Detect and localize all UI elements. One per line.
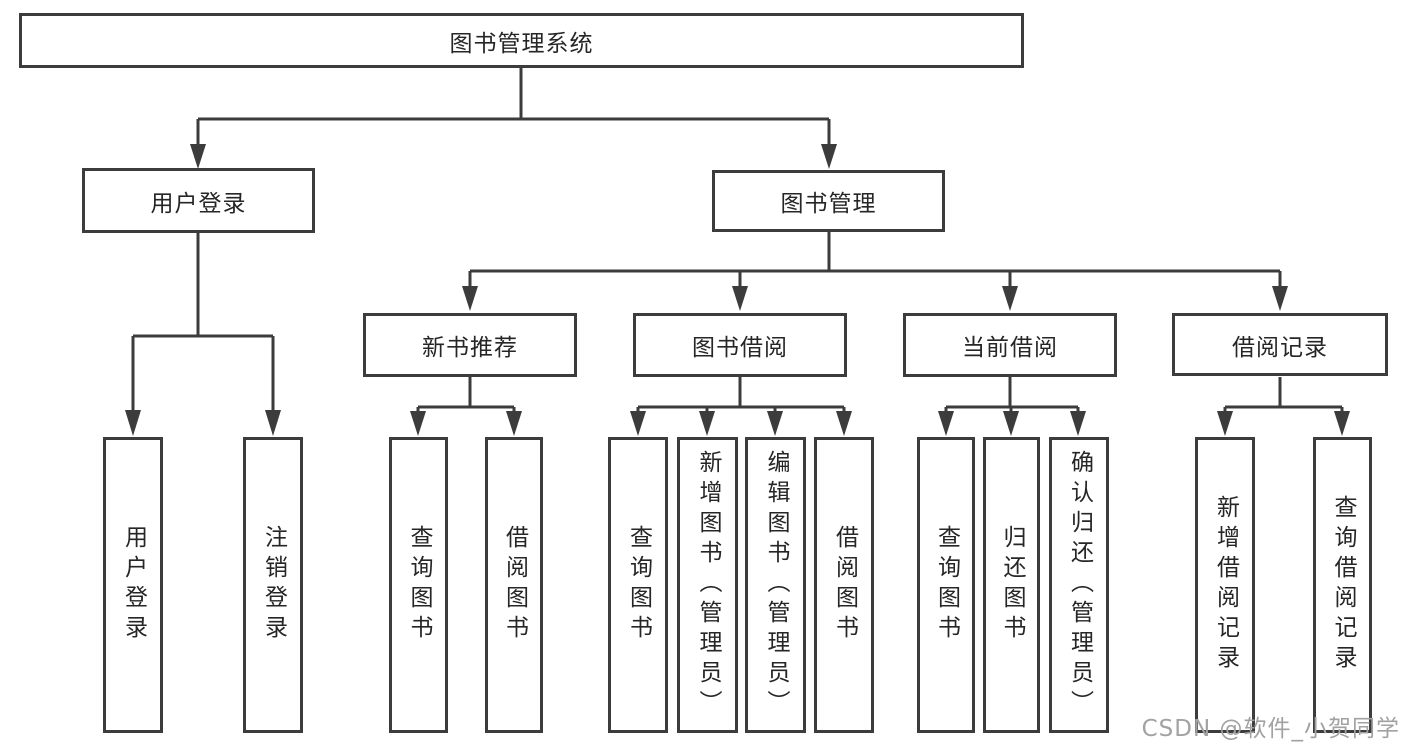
leaf-user-login: 用户登录 (103, 437, 163, 733)
node-label: 归还图书 (999, 525, 1025, 645)
node-label: 当前借阅 (962, 335, 1058, 361)
leaf-logout: 注销登录 (243, 437, 303, 733)
leaf-borrow-books: 借阅图书 (814, 437, 874, 733)
node-label: 借阅图书 (501, 525, 528, 645)
leaf-query-books-current: 查询图书 (917, 437, 975, 733)
leaf-query-books-recommend: 查询图书 (389, 437, 448, 733)
connector-user-login-to-leaves (125, 233, 281, 436)
node-label: 新增图书（管理员） (695, 450, 721, 720)
node-label: 借阅图书 (831, 525, 858, 645)
leaf-borrow-books-recommend: 借阅图书 (485, 437, 543, 733)
connector-root-to-level2 (190, 68, 837, 169)
node-label: 编辑图书（管理员） (763, 450, 789, 720)
node-label: 注销登录 (260, 525, 287, 645)
node-label: 借阅记录 (1232, 334, 1328, 361)
leaf-query-books-borrowing: 查询图书 (608, 437, 668, 733)
node-label: 图书管理系统 (449, 30, 594, 57)
leaf-return-books: 归还图书 (983, 437, 1040, 733)
node-label: 新书推荐 (422, 335, 518, 361)
connector-borrowing-records-to-leaves (1217, 377, 1350, 436)
node-label: 查询图书 (406, 525, 432, 645)
node-label: 确认归还（管理员） (1066, 450, 1093, 720)
node-label: 查询图书 (933, 525, 960, 645)
node-user-login: 用户登录 (82, 168, 315, 233)
leaf-confirm-return-admin: 确认归还（管理员） (1049, 437, 1109, 733)
node-label: 查询借阅记录 (1330, 495, 1356, 675)
connector-new-book-recommendation-to-leaves (410, 377, 522, 436)
node-label: 用户登录 (120, 525, 147, 645)
node-label: 用户登录 (150, 190, 247, 217)
node-label: 图书管理 (780, 191, 877, 217)
connector-current-borrowing-to-leaves (938, 377, 1086, 436)
node-new-book-recommendation: 新书推荐 (363, 313, 577, 377)
node-borrowing-records: 借阅记录 (1172, 313, 1388, 376)
node-book-management: 图书管理 (712, 170, 945, 232)
leaf-edit-books-admin: 编辑图书（管理员） (745, 437, 806, 733)
node-book-borrowing: 图书借阅 (633, 313, 847, 377)
node-label: 查询图书 (625, 525, 652, 645)
node-label: 新增借阅记录 (1212, 495, 1239, 675)
connector-book-management-to-level3 (462, 232, 1288, 311)
node-label: 图书借阅 (692, 335, 788, 361)
csdn-watermark: CSDN @软件_小贺同学 (1141, 716, 1400, 742)
node-library-management-system: 图书管理系统 (19, 13, 1024, 68)
leaf-add-borrow-record: 新增借阅记录 (1195, 437, 1255, 733)
leaf-add-books-admin: 新增图书（管理员） (677, 437, 738, 733)
connector-book-borrowing-to-leaves (630, 377, 852, 436)
node-current-borrowing: 当前借阅 (903, 313, 1117, 377)
leaf-query-borrow-record: 查询借阅记录 (1313, 437, 1372, 733)
